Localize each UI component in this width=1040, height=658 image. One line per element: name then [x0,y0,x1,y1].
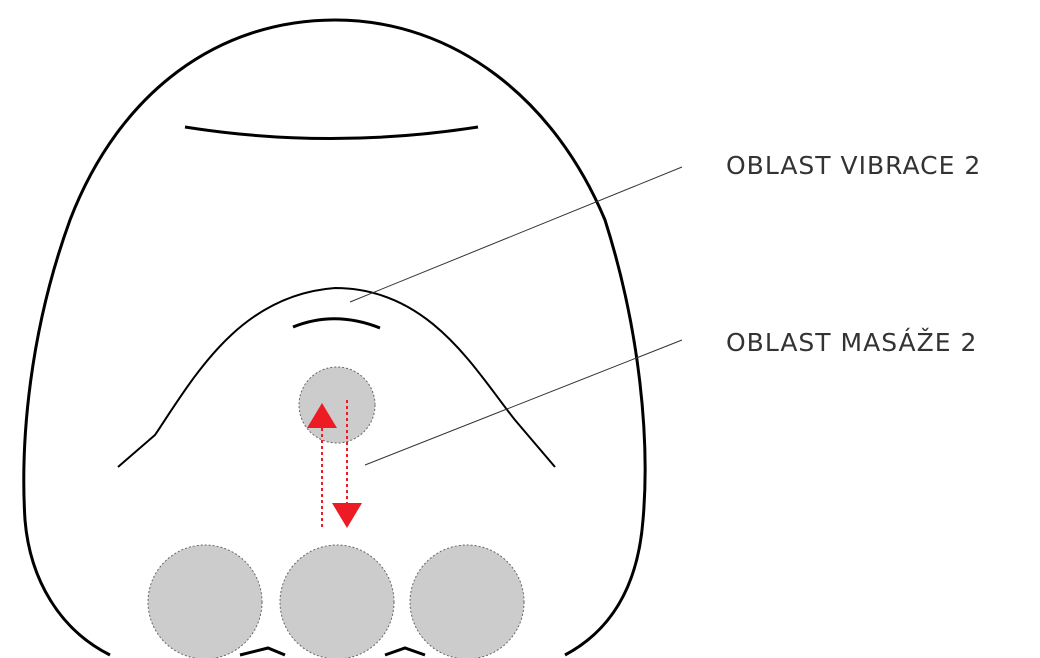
device-body-outline [22,18,647,657]
vibration-area-outline [117,286,556,468]
massage-area-label: OBLAST MASÁŽE 2 [726,328,978,357]
vibration-area-label: OBLAST VIBRACE 2 [726,151,982,180]
massage-ball-bottom-right [409,544,525,658]
triangle-up-icon [307,403,337,428]
massage-ball-upper [298,366,376,444]
bottom-notch-left [239,646,286,657]
top-groove [184,125,479,140]
leader-line-massage [364,339,683,466]
massage-ball-bottom-left [147,544,263,658]
massage-ball-bottom-center [279,544,395,658]
bottom-notch-right [384,646,426,657]
leader-line-vibration [349,166,683,303]
triangle-down-icon [332,503,362,528]
vibration-area-arc [292,317,381,330]
